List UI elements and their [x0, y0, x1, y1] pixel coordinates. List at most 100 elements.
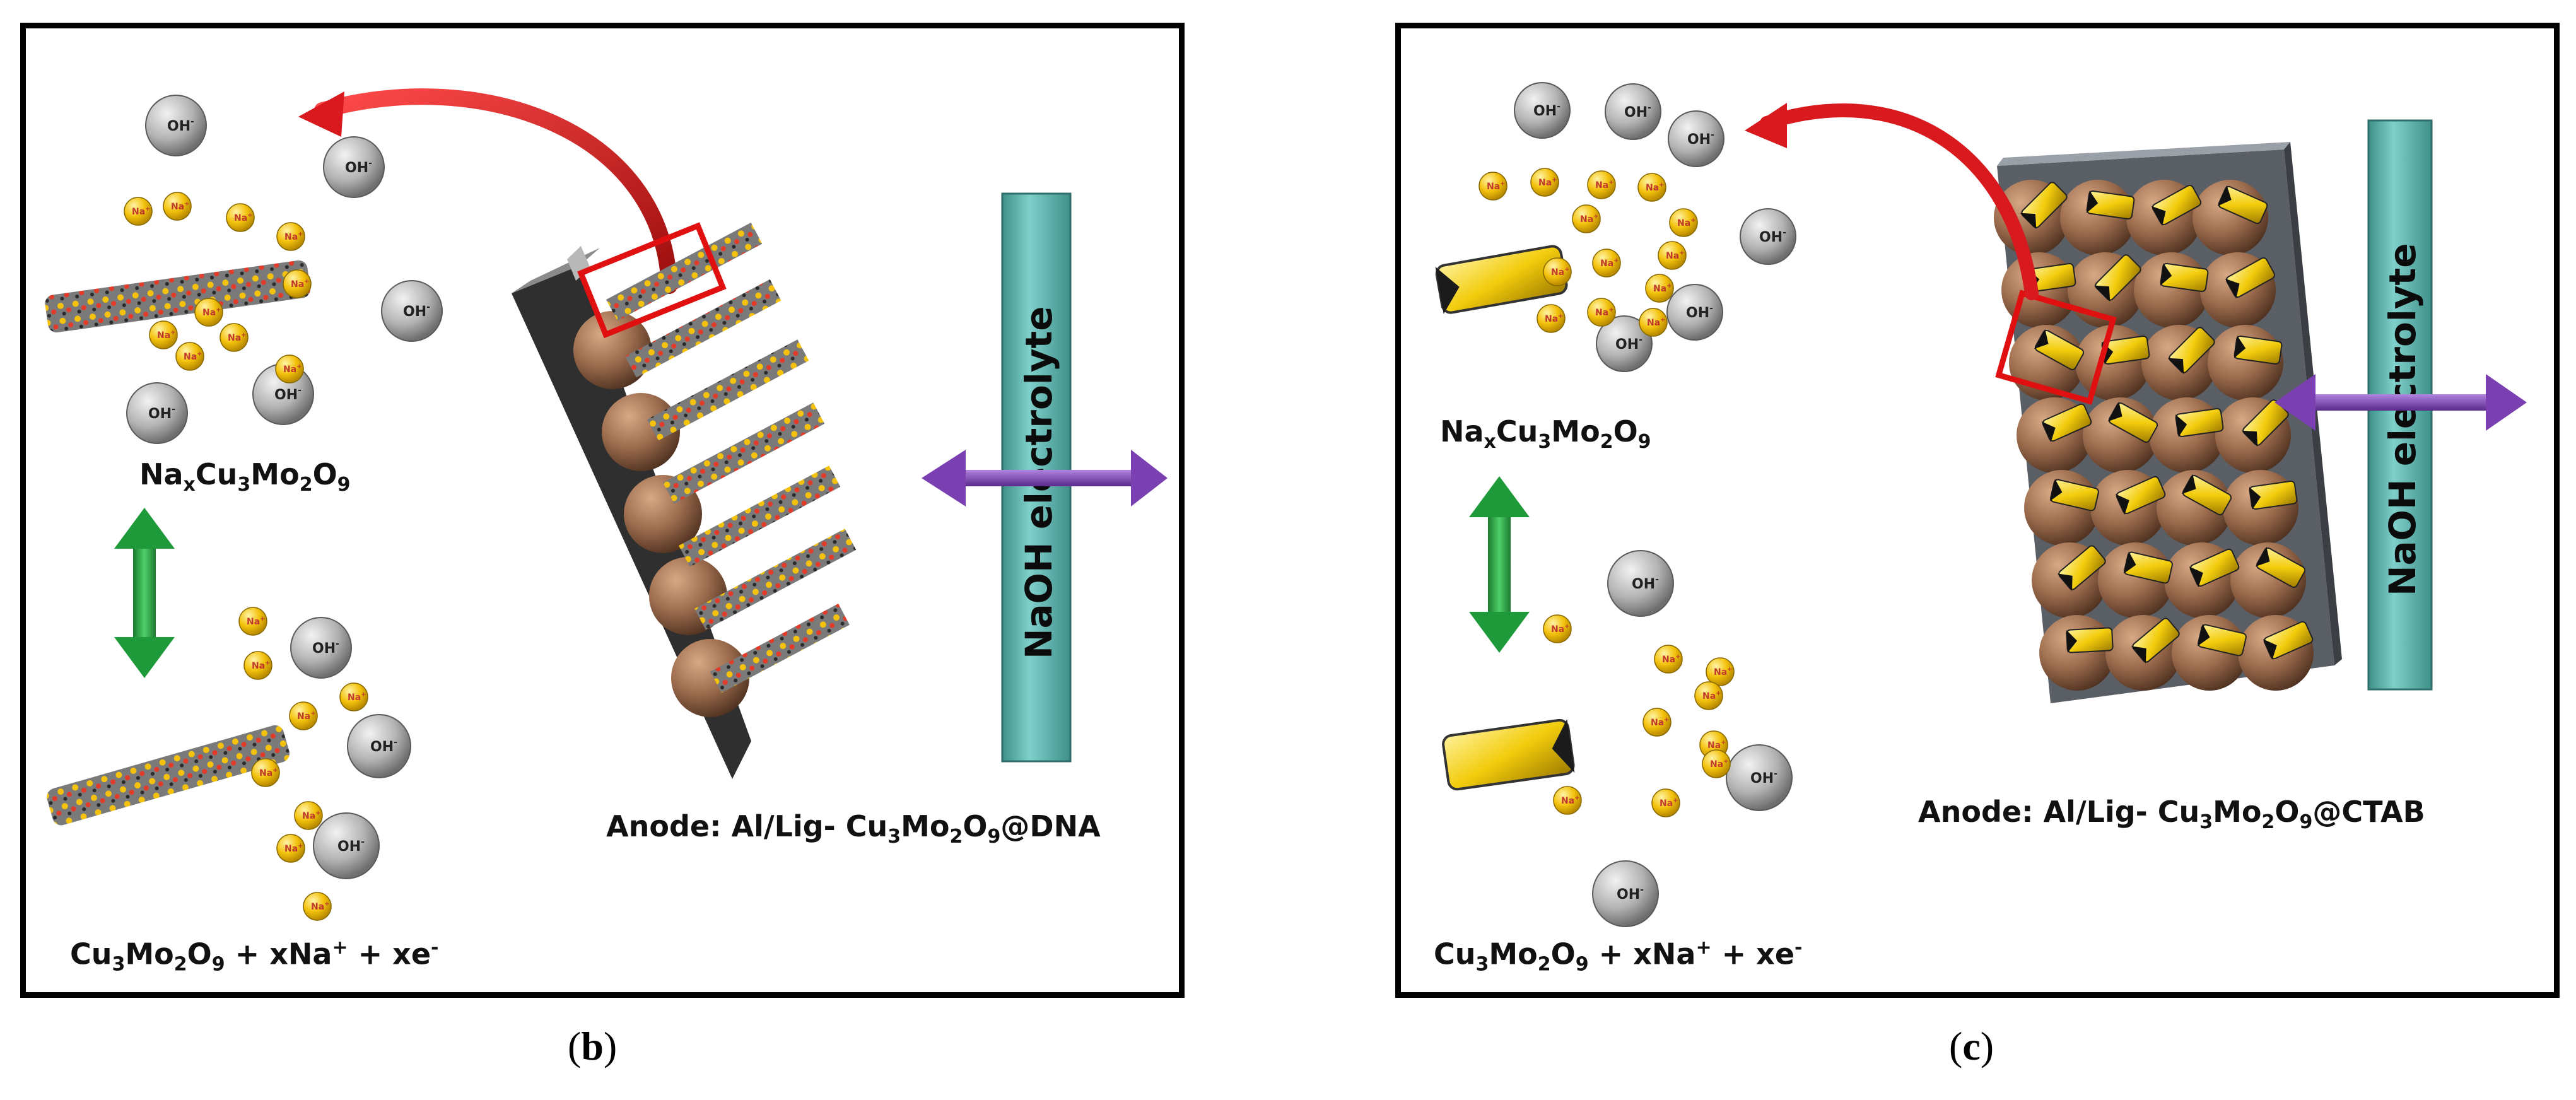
sodium-ion: Na+: [1587, 170, 1616, 199]
svg-text:OH-: OH-: [403, 302, 430, 320]
hydroxide-ion: OH-: [1605, 83, 1661, 140]
sodium-ion: Na+: [1654, 645, 1683, 674]
sodium-ion: Na+: [1639, 308, 1668, 337]
svg-text:OH-: OH-: [1617, 885, 1644, 903]
hydroxide-ion: OH-: [126, 382, 188, 444]
purple-double-arrow: [922, 450, 1168, 506]
purple-double-arrow: [2274, 374, 2527, 431]
sodium-ion: Na+: [1587, 298, 1616, 327]
sodium-ion: Na+: [1537, 304, 1566, 333]
sodium-ion: Na+: [1702, 749, 1731, 778]
dna-helix-lower: [47, 725, 290, 826]
sodium-ion: Na+: [175, 342, 204, 371]
sodium-ion: Na+: [1669, 208, 1698, 237]
hydroxide-ion: OH-: [1607, 550, 1674, 617]
svg-text:OH-: OH-: [370, 737, 397, 755]
sodium-ion: Na+: [1694, 681, 1723, 710]
sodium-ion: Na+: [276, 222, 305, 251]
svg-text:OH-: OH-: [1687, 130, 1714, 148]
svg-text:OH-: OH-: [167, 117, 194, 134]
curved-arrow-red: [1760, 103, 2039, 300]
sodium-ion: Na+: [283, 269, 312, 298]
hydroxide-ion: OH-: [1668, 110, 1724, 167]
sodium-ion: Na+: [238, 607, 267, 636]
green-double-arrow: [114, 508, 175, 678]
curved-arrow-head: [298, 91, 344, 137]
sodium-ion: Na+: [276, 834, 305, 863]
copper-molybdate-spheres: [573, 311, 749, 717]
svg-text:OH-: OH-: [1533, 102, 1560, 119]
sodiated-formula-label: NaxCu3Mo2O9: [1440, 414, 1651, 453]
anode-label: Anode: Al/Lig- Cu3Mo2O9@DNA: [606, 809, 1101, 848]
panel-c-artwork: NaOH electrolyte OH- OH- OH- OH- OH- OH- OH- OH…: [1435, 82, 2527, 927]
sodium-ion: Na+: [1478, 172, 1508, 201]
ctab-sheet-upper: [1435, 245, 1568, 314]
sodium-ion: Na+: [1572, 204, 1601, 233]
dna-helix-upper: [45, 260, 311, 333]
sodium-ion: Na+: [251, 758, 280, 787]
sodium-ion: Na+: [1651, 788, 1680, 817]
sodium-ion: Na+: [1658, 241, 1687, 270]
svg-text:OH-: OH-: [345, 158, 372, 176]
anode-label: Anode: Al/Lig- Cu3Mo2O9@CTAB: [1918, 795, 2425, 834]
hydroxide-ion: OH-: [1596, 315, 1653, 372]
hydroxide-ion: OH-: [1666, 284, 1723, 341]
hydroxide-ion: OH-: [313, 812, 380, 879]
sodium-ion: Na+: [1543, 614, 1572, 643]
hydroxide-ion: OH-: [1592, 860, 1659, 927]
sodium-ion: Na+: [1530, 168, 1559, 197]
sodium-ion: Na+: [303, 892, 332, 921]
svg-text:OH-: OH-: [1686, 303, 1713, 321]
panel-c-ctab: NaOH electrolyte OH- OH- OH- OH- OH- OH- OH- OH…: [1395, 23, 2560, 998]
curved-arrow-red: [314, 88, 677, 294]
sodium-ion: Na+: [294, 801, 323, 830]
highlight-box: [1995, 290, 2117, 405]
sodium-ion: Na+: [124, 197, 153, 226]
ctab-sheet-lower: [1442, 718, 1575, 791]
sodium-ion: Na+: [220, 323, 249, 352]
svg-text:OH-: OH-: [1750, 769, 1777, 787]
svg-text:OH-: OH-: [1632, 575, 1659, 592]
hydroxide-ion: OH-: [1726, 744, 1793, 811]
hydroxide-ion: OH-: [381, 280, 443, 342]
hydroxide-ion: OH-: [1740, 208, 1796, 265]
sodium-ion: Na+: [1543, 257, 1572, 286]
caption-c: (c): [1949, 1024, 1994, 1068]
hydroxide-ion: OH-: [290, 617, 352, 679]
sodium-ion: Na+: [1592, 249, 1621, 278]
svg-text:OH-: OH-: [1624, 103, 1651, 120]
sodium-ion: Na+: [149, 320, 178, 349]
svg-text:OH-: OH-: [1615, 335, 1642, 353]
hydroxide-ion: OH-: [347, 714, 411, 778]
sodium-ion: Na+: [289, 701, 318, 730]
caption-b: (b): [568, 1024, 618, 1068]
sodium-ion: Na+: [163, 192, 192, 221]
sodium-ion: Na+: [1553, 786, 1582, 815]
sodium-ion: Na+: [339, 682, 368, 711]
sodium-ion: Na+: [1645, 274, 1674, 303]
sodium-ion: Na+: [1637, 173, 1666, 202]
ctab-sheets: [2020, 182, 2314, 664]
panel-b-artwork: NaOH electrolyte OH-OH-OH-OH-OH-OH-OH-OH…: [45, 88, 1168, 921]
curved-arrow-head: [1745, 103, 1787, 148]
panel-b-dna: NaOH electrolyte OH-OH-OH-OH-OH-OH-OH-OH…: [20, 23, 1185, 998]
sodium-ion: Na+: [243, 651, 272, 680]
svg-text:OH-: OH-: [337, 837, 365, 855]
sodium-ion: Na+: [1706, 657, 1735, 686]
green-double-arrow: [1469, 476, 1530, 653]
reduction-reaction-label: Cu3Mo2O9 + xNa+ + xe-: [1434, 937, 1803, 976]
dna-strands-on-anode: [606, 222, 857, 693]
sodium-ion: Na+: [226, 203, 255, 232]
hydroxide-ion: OH-: [323, 136, 385, 198]
svg-text:OH-: OH-: [312, 639, 339, 657]
sodium-ion: Na+: [1642, 708, 1671, 737]
svg-text:OH-: OH-: [148, 404, 175, 422]
svg-text:OH-: OH-: [274, 385, 302, 403]
highlight-box: [577, 222, 727, 339]
sodiated-formula-label: NaxCu3Mo2O9: [139, 457, 351, 496]
sodium-ion: Na+: [275, 354, 304, 383]
reduction-reaction-label: Cu3Mo2O9 + xNa+ + xe-: [70, 937, 439, 976]
hydroxide-ion: OH-: [145, 95, 207, 156]
electrolyte-label: NaOH electrolyte: [2381, 243, 2424, 596]
svg-text:OH-: OH-: [1759, 228, 1786, 245]
